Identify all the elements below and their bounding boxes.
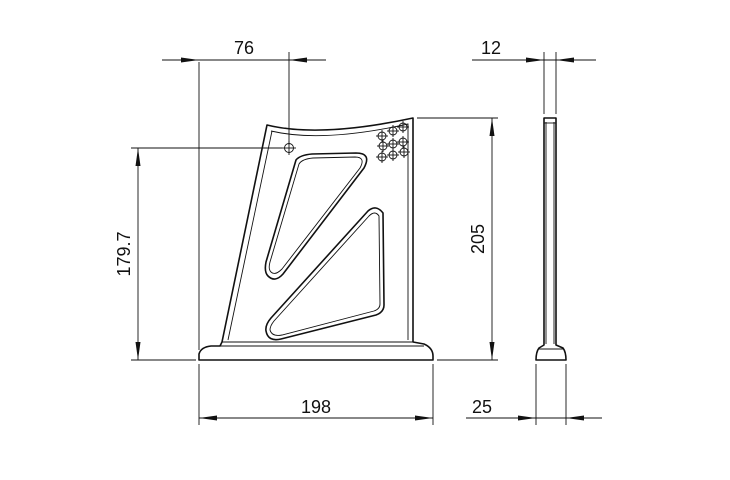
pattern-hole bbox=[397, 136, 409, 148]
dimension-height-right: 205 bbox=[417, 117, 498, 361]
pattern-hole bbox=[376, 151, 388, 163]
dimension-label-base-thickness: 25 bbox=[472, 397, 492, 417]
dimension-base-thickness: 25 bbox=[466, 364, 602, 425]
dimension-label-base-width: 198 bbox=[301, 397, 331, 417]
lower-cutout bbox=[265, 207, 385, 341]
dimension-top-offset: 76 bbox=[162, 38, 326, 350]
pattern-hole bbox=[376, 130, 388, 142]
upper-cutout-inner bbox=[268, 156, 363, 274]
dimension-thickness: 12 bbox=[472, 38, 596, 114]
pattern-hole bbox=[397, 121, 409, 133]
pattern-hole bbox=[387, 149, 399, 161]
bracket-outline bbox=[198, 117, 434, 361]
dimension-label-thickness: 12 bbox=[481, 38, 501, 58]
dimension-label-top: 76 bbox=[234, 38, 254, 58]
upper-cutout bbox=[264, 152, 368, 280]
bracket-inner-edge bbox=[227, 123, 409, 341]
dimension-height-left: 179.7 bbox=[114, 147, 282, 361]
pattern-hole bbox=[398, 146, 410, 158]
dimension-label-height-right: 205 bbox=[468, 224, 488, 254]
pattern-hole bbox=[387, 138, 399, 150]
dimension-base-width: 198 bbox=[198, 364, 434, 425]
pattern-hole bbox=[387, 125, 399, 137]
front-view bbox=[198, 117, 434, 361]
side-view bbox=[535, 117, 567, 361]
pattern-hole bbox=[377, 140, 389, 152]
lower-cutout-inner bbox=[269, 212, 381, 336]
hole-pattern bbox=[376, 121, 410, 163]
dimension-label-height-left: 179.7 bbox=[114, 231, 134, 276]
side-profile bbox=[535, 117, 567, 361]
